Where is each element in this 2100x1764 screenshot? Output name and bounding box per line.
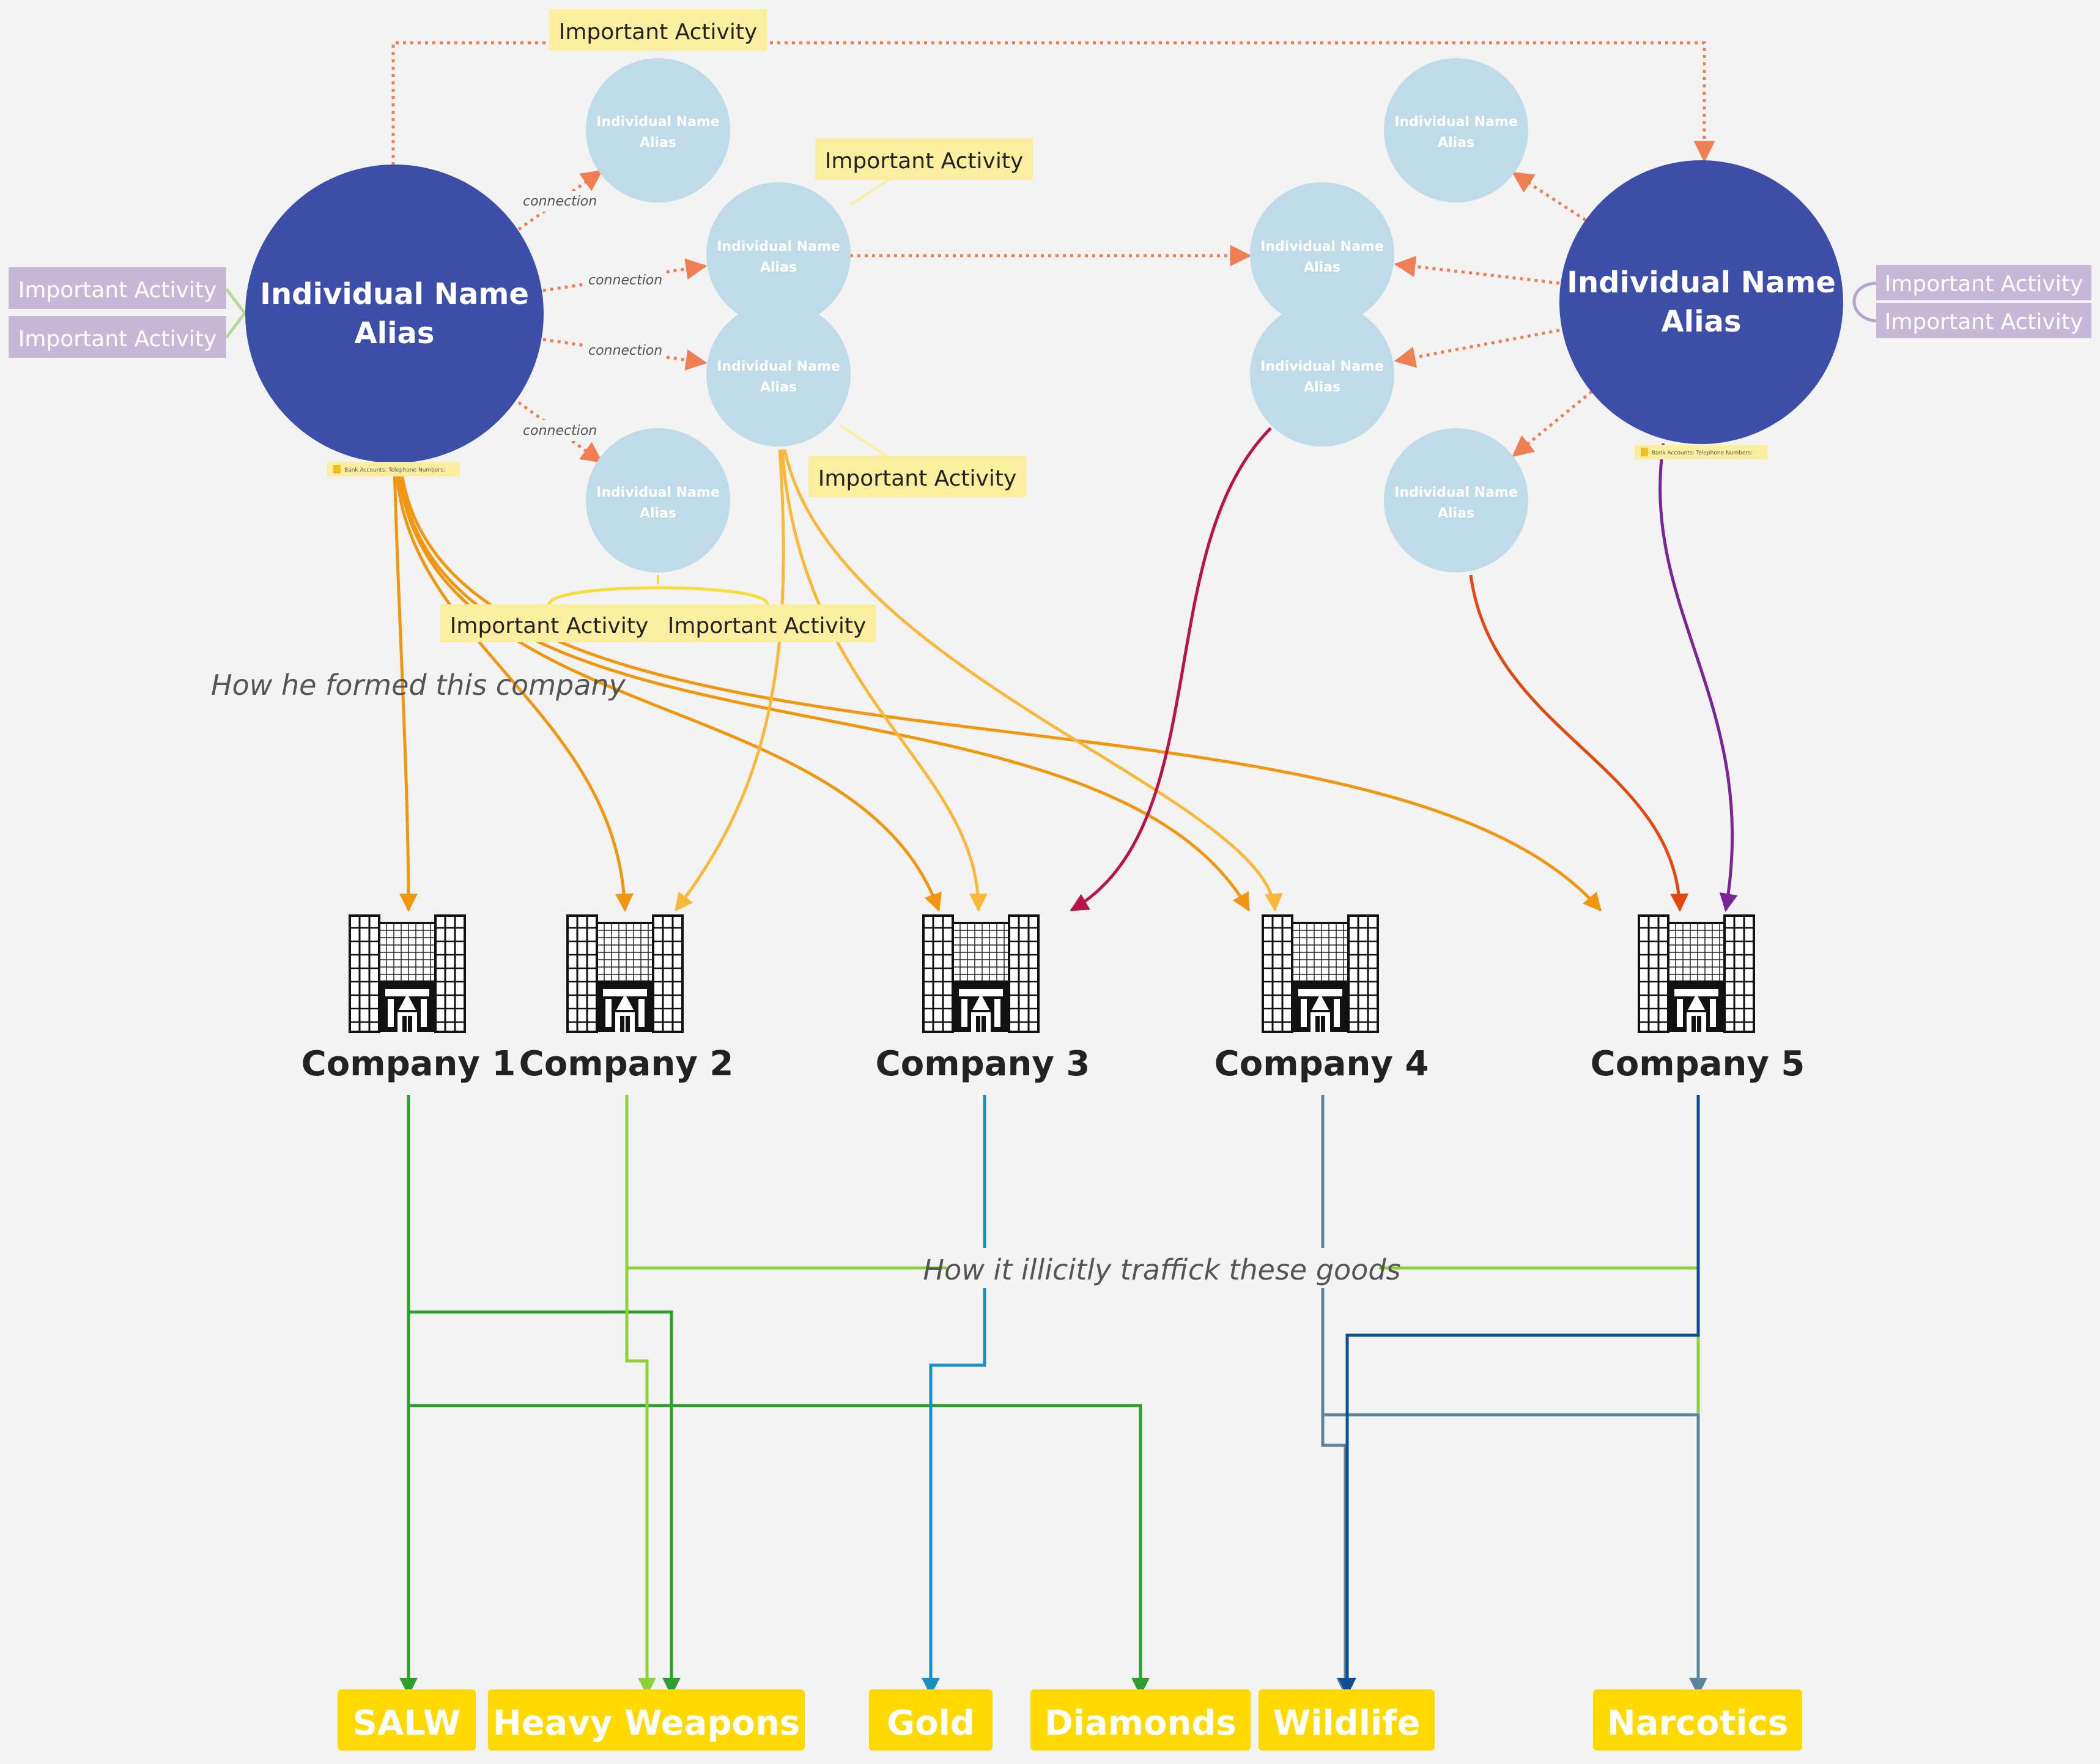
connection-labels: connection connection connection connect…: [519, 191, 665, 441]
activity-top[interactable]: Important Activity: [549, 9, 767, 51]
associate-alias: Alias: [1438, 506, 1474, 521]
goods-wildlife[interactable]: Wildlife: [1259, 1689, 1435, 1751]
associate-node[interactable]: Individual Name Alias: [706, 182, 851, 327]
activity-left-2[interactable]: Important Activity: [9, 316, 226, 358]
associate-node[interactable]: Individual Name Alias: [1384, 58, 1528, 202]
activity-bottom-left[interactable]: Important Activity: [440, 604, 658, 642]
associate-name: Individual Name: [1394, 485, 1518, 500]
company-label: Company 5: [1591, 1044, 1805, 1084]
associate-node[interactable]: Individual Name Alias: [586, 428, 730, 573]
company-label: Company 4: [1215, 1044, 1429, 1084]
associate-name: Individual Name: [1260, 239, 1384, 254]
actor-right-note[interactable]: Bank Accounts: Telephone Numbers:: [1635, 445, 1767, 459]
goods-label: SALW: [353, 1703, 461, 1743]
callout-lines: [225, 176, 1877, 605]
goods-narcotics[interactable]: Narcotics: [1593, 1689, 1802, 1751]
connection-lines: [517, 169, 1593, 464]
trafficking-note: How it illicitly traffick these goods: [923, 1253, 1401, 1286]
activity-text: Important Activity: [559, 20, 758, 45]
activity-text: Important Activity: [825, 149, 1024, 174]
actor-left-alias: Alias: [354, 316, 434, 350]
activity-text: Important Activity: [1885, 272, 2083, 297]
goods-label: Narcotics: [1607, 1703, 1788, 1743]
goods-diamonds[interactable]: Diamonds: [1030, 1689, 1251, 1751]
goods-label: Wildlife: [1273, 1703, 1421, 1743]
associate-name: Individual Name: [1260, 359, 1384, 374]
company-label: Company 2: [519, 1044, 734, 1084]
goods-gold[interactable]: Gold: [869, 1689, 993, 1751]
associate-alias: Alias: [1304, 260, 1340, 275]
activity-text: Important Activity: [668, 613, 867, 639]
actor-right-name: Individual Name: [1567, 265, 1836, 300]
connection-label: connection: [523, 423, 597, 439]
company-5[interactable]: Company 5: [1591, 913, 1805, 1084]
activity-right-2[interactable]: Important Activity: [1876, 303, 2091, 338]
activity-text: Important Activity: [1885, 309, 2083, 335]
building-icon: [1259, 913, 1381, 1036]
goods-label: Diamonds: [1044, 1703, 1237, 1743]
associate-alias: Alias: [640, 506, 676, 521]
goods-heavy-weapons[interactable]: Heavy Weapons: [488, 1689, 805, 1751]
associate-name: Individual Name: [596, 485, 720, 500]
associate-node[interactable]: Individual Name Alias: [1384, 428, 1528, 573]
formation-note: How he formed this company: [211, 669, 626, 702]
associate-alias: Alias: [760, 260, 797, 275]
goods-label: Heavy Weapons: [493, 1703, 800, 1743]
actor-left-name: Individual Name: [260, 277, 529, 311]
connection-label: connection: [588, 343, 662, 358]
company-1[interactable]: Company 1: [301, 913, 516, 1084]
associate-alias: Alias: [760, 380, 797, 395]
company-label: Company 1: [301, 1044, 516, 1084]
actor-left-note-text: Bank Accounts: Telephone Numbers:: [344, 467, 445, 473]
associate-node[interactable]: Individual Name Alias: [706, 302, 851, 447]
building-icon: [346, 913, 468, 1036]
activity-bottom-right[interactable]: Important Activity: [658, 604, 876, 642]
company-3[interactable]: Company 3: [876, 913, 1090, 1084]
activity-text: Important Activity: [818, 466, 1017, 491]
activity-lower-middle[interactable]: Important Activity: [808, 456, 1026, 497]
building-icon: [564, 913, 686, 1036]
associate-alias: Alias: [640, 135, 676, 150]
top-transfer-line: [391, 41, 1715, 165]
building-icon: [1635, 913, 1758, 1036]
goods-salw[interactable]: SALW: [338, 1689, 476, 1751]
actor-right-note-text: Bank Accounts: Telephone Numbers:: [1652, 450, 1753, 456]
goods-label: Gold: [887, 1703, 975, 1743]
associate-name: Individual Name: [1394, 114, 1518, 130]
activity-right-1[interactable]: Important Activity: [1876, 265, 2091, 300]
actor-right[interactable]: Individual Name Alias: [1559, 160, 1843, 444]
building-icon: [920, 913, 1042, 1036]
trafficking-flows: [399, 1095, 1707, 1696]
activity-upper-middle[interactable]: Important Activity: [815, 138, 1033, 180]
associate-name: Individual Name: [717, 239, 840, 254]
company-2[interactable]: Company 2: [519, 913, 734, 1084]
activity-text: Important Activity: [450, 613, 649, 639]
associate-alias: Alias: [1304, 380, 1340, 395]
connection-label: connection: [523, 194, 597, 209]
associate-name: Individual Name: [596, 114, 720, 130]
activity-text: Important Activity: [18, 327, 217, 352]
activity-text: Important Activity: [18, 278, 217, 303]
formation-flows: [393, 427, 1738, 912]
actor-left-note[interactable]: Bank Accounts: Telephone Numbers:: [327, 462, 460, 476]
connection-label: connection: [588, 273, 662, 288]
actor-left[interactable]: Individual Name Alias: [245, 165, 544, 463]
associate-node[interactable]: Individual Name Alias: [586, 58, 730, 202]
associate-nodes: Individual Name Alias Individual Name Al…: [586, 58, 1528, 573]
actor-right-alias: Alias: [1661, 305, 1741, 339]
company-label: Company 3: [876, 1044, 1090, 1084]
company-4[interactable]: Company 4: [1215, 913, 1429, 1084]
associate-node[interactable]: Individual Name Alias: [1250, 182, 1394, 327]
associate-name: Individual Name: [717, 359, 840, 374]
associate-node[interactable]: Individual Name Alias: [1250, 302, 1394, 447]
activity-left-1[interactable]: Important Activity: [9, 267, 226, 309]
associate-alias: Alias: [1438, 135, 1474, 150]
